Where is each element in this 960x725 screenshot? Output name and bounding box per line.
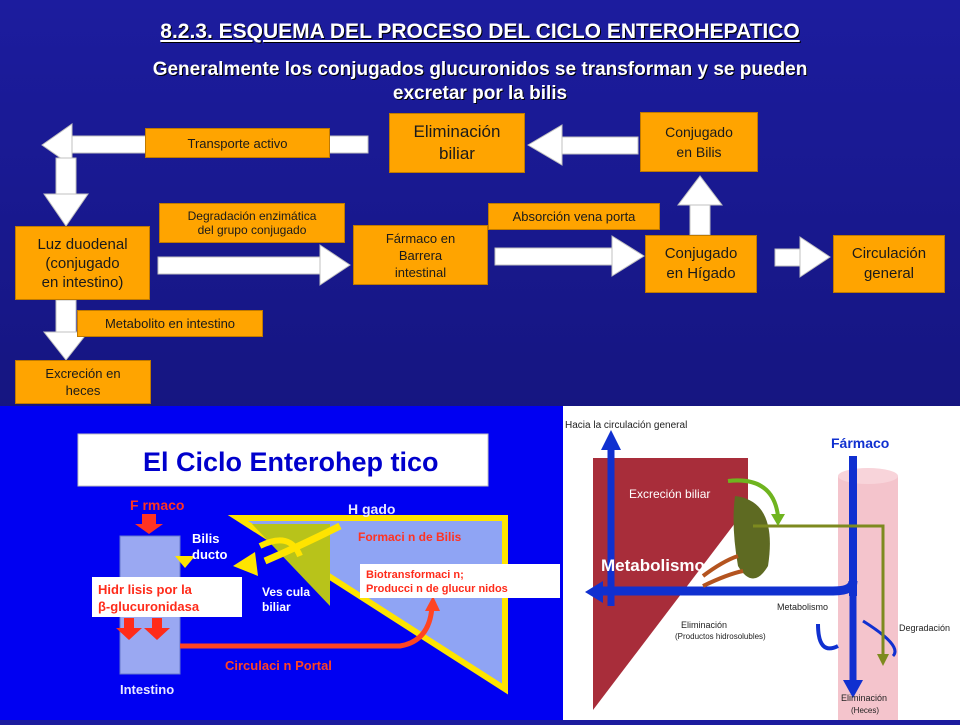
arrow-down-luz-head: [43, 193, 89, 227]
subtitle-line-1: Generalmente los conjugados glucuronidos…: [152, 59, 808, 80]
subtitle-line-2: excretar por la bilis: [392, 83, 568, 104]
arrow-bilis-head: [527, 124, 563, 166]
flow-arrows: [41, 123, 831, 361]
left-farmaco-label: F rmaco: [130, 497, 184, 513]
arrow-up-bilis-line: [689, 202, 711, 236]
left-biotrans-line2: Producci n de glucur nidos: [366, 583, 508, 595]
arrow-down-excrecion-head: [42, 331, 90, 361]
left-circulacion-portal: Circulaci n Portal: [225, 658, 332, 673]
right-eliminacion-hidro-1: Eliminación: [681, 620, 727, 630]
arrow-circulacion-head: [799, 236, 831, 278]
box-absorcion: Absorción vena porta: [488, 203, 660, 230]
left-vesicula-line2: biliar: [262, 600, 291, 614]
page-title: 8.2.3. ESQUEMA DEL PROCESO DEL CICLO ENT…: [160, 20, 800, 43]
left-title: El Ciclo Enterohep tico: [143, 447, 439, 477]
arrow-down-luz-line: [55, 157, 77, 195]
box-transporte-activo: Transporte activo: [145, 128, 330, 158]
right-hacia-circulacion: Hacia la circulación general: [565, 420, 687, 431]
left-ducto-label: ducto: [192, 547, 227, 562]
right-panel-drug-metabolism-diagram: Hacia la circulación general Fármaco Exc…: [563, 406, 960, 720]
arrow-bilis-line: [559, 136, 639, 155]
left-higado-label: H gado: [348, 501, 395, 517]
left-bilis-label: Bilis: [192, 531, 219, 546]
left-formacion-label: Formaci n de Bilis: [358, 530, 462, 544]
left-biotrans-line1: Biotransformaci n;: [366, 569, 464, 581]
arrow-up-bilis-head: [676, 175, 724, 206]
right-excrecion-biliar: Excreción biliar: [629, 487, 710, 501]
right-panel-drawing: Hacia la circulación general Fármaco Exc…: [565, 420, 950, 720]
arrow-down-excrecion-line: [55, 299, 77, 335]
box-metabolito: Metabolito en intestino: [77, 310, 263, 337]
arrow-luz-farmaco-line: [157, 256, 324, 275]
left-hidrolisis-line1: Hidr lisis por la: [98, 582, 193, 597]
left-panel-enterohepatic-diagram: El Ciclo Enterohep tico F rmaco H gado B…: [0, 406, 563, 720]
left-panel-drawing: El Ciclo Enterohep tico F rmaco H gado B…: [77, 433, 560, 697]
arrow-circulacion-line: [774, 248, 804, 267]
left-vesicula-line1: Ves cula: [262, 585, 310, 599]
arrow-luz-farmaco-head: [319, 244, 351, 286]
right-farmaco: Fármaco: [831, 435, 889, 451]
arrow-farmaco-higado-head: [611, 235, 645, 277]
left-intestino-label: Intestino: [120, 682, 174, 697]
right-eliminacion-heces-2: (Heces): [851, 706, 879, 715]
left-hidrolisis-line2: β-glucuronidasa: [98, 599, 200, 614]
right-eliminacion-heces-1: Eliminación: [841, 693, 887, 703]
arrow-left-head-top: [41, 123, 73, 167]
arrow-farmaco-higado-line: [494, 247, 616, 266]
right-metabolismo-small: Metabolismo: [777, 602, 828, 612]
right-metabolismo-big: Metabolismo: [601, 556, 705, 575]
right-degradacion: Degradación: [899, 623, 950, 633]
page-subtitle: Generalmente los conjugados glucuronidos…: [0, 58, 960, 106]
right-eliminacion-hidro-2: (Productos hidrosolubles): [675, 632, 766, 641]
